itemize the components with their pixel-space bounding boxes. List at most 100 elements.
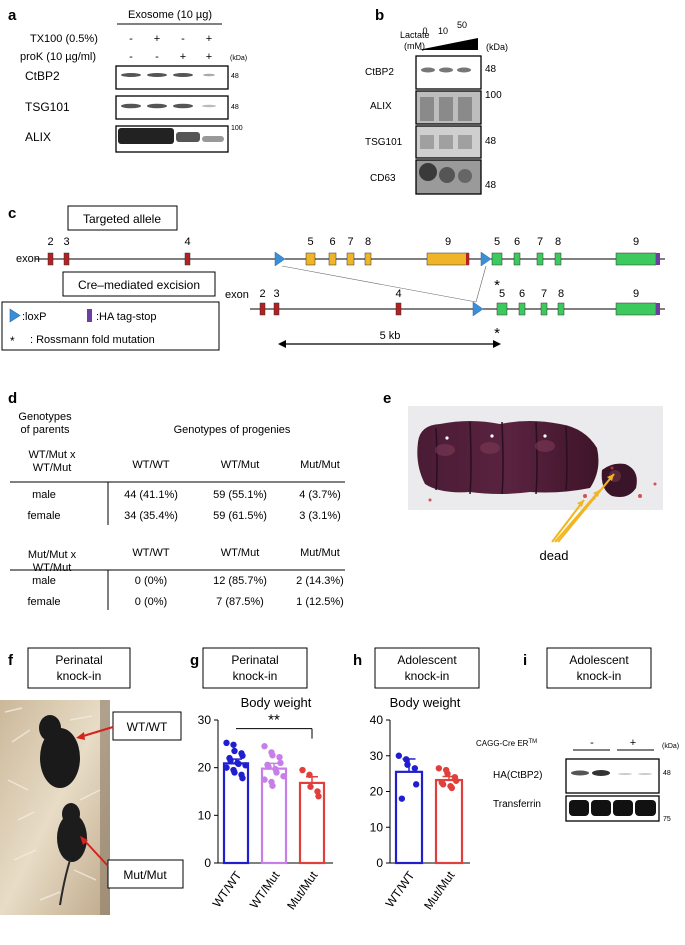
a-tx100-sign: + (206, 33, 212, 45)
c-scale-arrow-right (493, 340, 501, 348)
y-tick-label: 10 (198, 808, 212, 822)
c-top-exon (513, 252, 521, 266)
a-kda: (kDa) (230, 55, 247, 62)
d-cell: 7 (87.5%) (216, 596, 264, 608)
data-point (452, 777, 460, 784)
a-tx100-sign: + (154, 33, 160, 45)
d-cross1-2: WT/Mut (33, 462, 72, 474)
data-point (412, 781, 420, 788)
c-top-exon (184, 252, 191, 266)
c-top-exon-number: 5 (307, 236, 313, 248)
y-tick-label: 0 (204, 856, 211, 870)
c-top-exon (615, 252, 657, 266)
c-scale-arrow-left (278, 340, 286, 348)
d-col2-mutmut: Mut/Mut (300, 547, 340, 559)
data-point (448, 784, 456, 792)
panel-label-g: g (190, 652, 199, 669)
panel-g: g Perinatal knock-in Body weight 0102030… (190, 647, 333, 912)
c-bottom-exon (518, 302, 526, 316)
c-top-exon-number: 6 (329, 236, 335, 248)
data-point (398, 795, 406, 802)
a-label-ctbp2: CtBP2 (25, 69, 60, 83)
d-cell: 1 (12.5%) (296, 596, 344, 608)
h-title-2: knock-in (405, 669, 450, 683)
d-row-sex: female (27, 596, 60, 608)
c-top-exon-number: 6 (514, 236, 520, 248)
c-legend-ha: :HA tag-stop (96, 311, 157, 323)
c-top-exon (364, 252, 372, 266)
panel-label-f: f (8, 652, 14, 669)
f-photo-mice (0, 700, 110, 915)
data-point (269, 752, 276, 759)
panel-d: d Genotypes of parents Genotypes of prog… (8, 390, 345, 610)
i-title-box (546, 647, 652, 689)
data-point (315, 793, 322, 800)
loxp-icon (9, 308, 21, 323)
g-chart-title: Body weight (241, 695, 312, 710)
i-title-1: Adolescent (569, 653, 629, 667)
data-point (223, 764, 230, 771)
b-label-cd63: CD63 (370, 173, 396, 184)
d-cell: 2 (14.3%) (296, 575, 344, 587)
x-tick-label: Mut/Mut (284, 868, 321, 912)
data-point (235, 760, 242, 768)
panel-a: a Exosome (10 µg) TX100 (0.5%) proK (10 … (8, 7, 247, 153)
a-cond-prok: proK (10 µg/ml) (20, 51, 96, 63)
h-title-box (374, 647, 480, 689)
c-map-line-left (281, 265, 477, 303)
i-cre: CAGG-Cre ERTM (476, 739, 537, 748)
x-tick-label: Mut/Mut (421, 868, 458, 912)
c-bottom-exon (496, 302, 508, 316)
data-point (261, 776, 268, 783)
data-point (280, 773, 287, 780)
panel-label-c: c (8, 205, 16, 222)
d-col2-wtmut: WT/Mut (221, 547, 260, 559)
data-point (395, 752, 403, 759)
y-tick-label: 30 (198, 713, 212, 727)
data-point (239, 774, 246, 782)
data-point (439, 781, 447, 788)
f-mut-box (107, 859, 184, 889)
c-bottom-exon-number: 6 (519, 288, 525, 300)
g-title-box (202, 647, 308, 689)
g-title-1: Perinatal (231, 653, 278, 667)
a-marker-alix: 100 (231, 125, 243, 132)
i-kda: (kDa) (662, 743, 679, 750)
c-top-exon (63, 252, 70, 266)
data-point (404, 761, 411, 768)
c-bottom-exon-number: 4 (395, 288, 401, 300)
b-label-tsg101: TSG101 (365, 137, 403, 148)
y-tick-label: 40 (370, 713, 384, 727)
data-point (276, 753, 283, 761)
d-col1-wtwt: WT/WT (132, 459, 170, 471)
c-excision-label: Cre–mediated excision (78, 278, 200, 292)
d-cell: 59 (55.1%) (213, 489, 267, 501)
i-label-transferrin: Transferrin (493, 799, 541, 810)
b-dose-50: 50 (457, 20, 467, 30)
c-top-exon-number: 5 (494, 236, 500, 248)
panel-i: i Adolescent knock-in CAGG-Cre ERTM - + … (476, 647, 679, 823)
panel-label-h: h (353, 652, 362, 669)
d-cell: 12 (85.7%) (213, 575, 267, 587)
c-bottom-exon (273, 302, 280, 316)
c-top-exon-number: 3 (63, 236, 69, 248)
y-tick-label: 30 (370, 749, 384, 763)
b-dose-0: 0 (422, 26, 427, 36)
d-row-sex: male (32, 575, 56, 587)
d-cross2-2: WT/Mut (33, 562, 72, 574)
c-bottom-exon (615, 302, 657, 316)
c-bottom-loxp (472, 301, 484, 317)
i-marker-transferrin: 75 (663, 816, 671, 823)
panel-c: c Targeted allele Cre–mediated excision … (1, 205, 665, 351)
c-bottom-asterisk: * (494, 325, 500, 342)
e-photo-uterus (408, 406, 663, 510)
i-label-ha: HA(CtBP2) (493, 770, 542, 781)
f-wt-arrow (79, 726, 114, 738)
data-point (261, 743, 268, 750)
c-legend-rossmann: : Rossmann fold mutation (30, 334, 155, 346)
c-bottom-exon (395, 302, 402, 316)
a-marker-ctbp2: 48 (231, 73, 239, 80)
b-marker-ctbp2: 48 (485, 64, 497, 75)
data-point (223, 739, 230, 747)
